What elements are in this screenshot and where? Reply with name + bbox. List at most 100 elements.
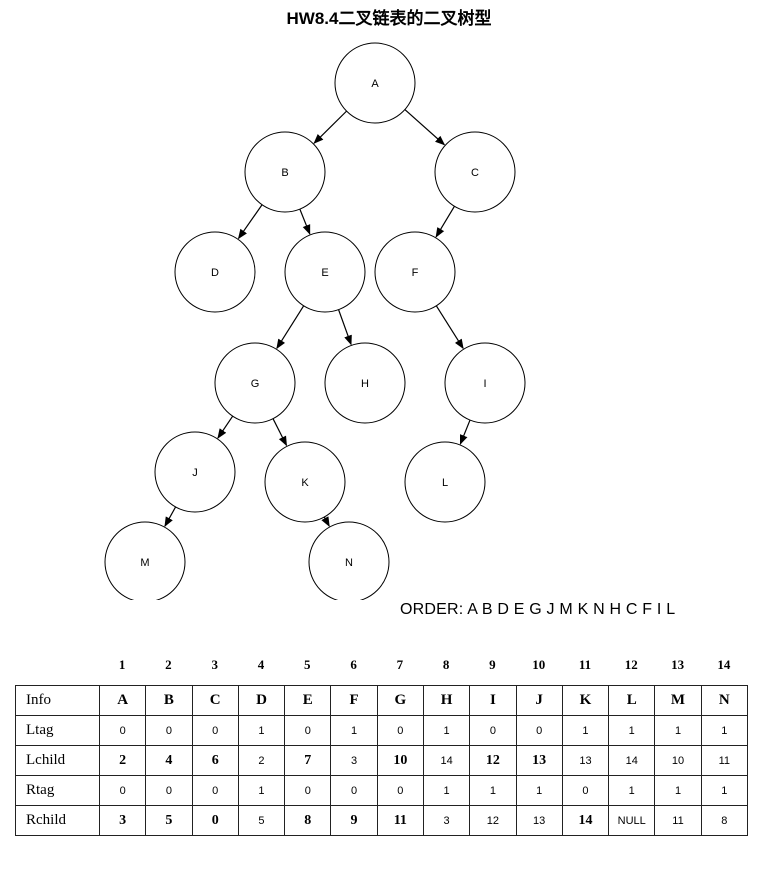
table-cell: I bbox=[469, 685, 517, 716]
node-circle bbox=[404, 441, 486, 523]
tree-node-I: I bbox=[444, 342, 526, 424]
node-label: J bbox=[192, 467, 198, 479]
column-number: 6 bbox=[350, 657, 357, 672]
table-cell: H bbox=[422, 685, 471, 716]
table-cell: F bbox=[330, 685, 378, 716]
table-cell: 12 bbox=[469, 805, 517, 836]
table-cell: 3 bbox=[330, 745, 378, 776]
node-circle bbox=[434, 131, 516, 213]
table-cell: 1 bbox=[237, 775, 286, 806]
tree-node-F: F bbox=[374, 231, 456, 313]
edge-A-C bbox=[404, 109, 446, 146]
table-cell: 0 bbox=[515, 715, 563, 746]
node-label: M bbox=[140, 557, 149, 569]
table-cell: 1 bbox=[700, 775, 748, 806]
edge-E-G bbox=[276, 305, 305, 350]
node-circle bbox=[104, 521, 186, 600]
edge-A-B bbox=[313, 110, 347, 144]
table-cell: 10 bbox=[654, 745, 702, 776]
table-cell: M bbox=[654, 685, 702, 716]
table-cell: 0 bbox=[191, 805, 239, 836]
node-circle bbox=[374, 231, 456, 313]
table-cell: 0 bbox=[191, 775, 239, 806]
tree-node-A: A bbox=[334, 42, 416, 124]
edge-K-N bbox=[321, 516, 330, 527]
table-cell: 0 bbox=[145, 775, 193, 806]
table-cell: 1 bbox=[422, 715, 471, 746]
table-cell: 7 bbox=[284, 745, 332, 776]
edge-G-K bbox=[272, 418, 288, 447]
table-cell: N bbox=[700, 685, 748, 716]
tree-node-N: N bbox=[308, 521, 390, 600]
table-cell: 1 bbox=[469, 775, 517, 806]
node-label: L bbox=[442, 477, 448, 489]
table-cell: 1 bbox=[654, 715, 702, 746]
tree-node-M: M bbox=[104, 521, 186, 600]
table-cell: 13 bbox=[515, 745, 563, 776]
node-label: G bbox=[251, 378, 260, 390]
node-circle bbox=[154, 431, 236, 513]
column-number: 14 bbox=[717, 657, 731, 672]
table-cell: 0 bbox=[98, 775, 147, 806]
edge-F-I bbox=[435, 305, 464, 350]
node-label: N bbox=[345, 557, 353, 569]
table-cell: 14 bbox=[608, 745, 656, 776]
tree-node-J: J bbox=[154, 431, 236, 513]
column-number: 10 bbox=[532, 657, 546, 672]
table-cell: 2 bbox=[237, 745, 286, 776]
node-circle bbox=[174, 231, 256, 313]
table-cell: G bbox=[376, 685, 424, 716]
table-cell: 9 bbox=[330, 805, 378, 836]
table-cell: K bbox=[561, 685, 610, 716]
table-cell: 0 bbox=[376, 775, 424, 806]
table-cell: 13 bbox=[515, 805, 563, 836]
table-cell: 11 bbox=[700, 745, 748, 776]
node-label: B bbox=[281, 167, 288, 179]
row-header: Lchild bbox=[15, 745, 100, 776]
node-label: E bbox=[321, 267, 328, 279]
column-number: 7 bbox=[396, 657, 404, 672]
column-number: 11 bbox=[578, 657, 592, 672]
table-cell: 10 bbox=[376, 745, 424, 776]
table-cell: 0 bbox=[284, 775, 332, 806]
node-label: D bbox=[211, 267, 219, 279]
table-cell: 1 bbox=[515, 775, 563, 806]
table-cell: 1 bbox=[330, 715, 378, 746]
traversal-order: ORDER: A B D E G J M K N H C F I L bbox=[400, 601, 676, 618]
page-title: HW8.4二叉链表的二叉树型 bbox=[286, 9, 492, 28]
column-number: 9 bbox=[489, 657, 496, 672]
row-header: Ltag bbox=[15, 715, 100, 746]
edge-I-L bbox=[459, 419, 471, 445]
table-cell: B bbox=[145, 685, 193, 716]
tree-node-C: C bbox=[434, 131, 516, 213]
node-label: K bbox=[301, 477, 309, 489]
node-label: I bbox=[483, 378, 486, 390]
table-cell: 0 bbox=[191, 715, 239, 746]
column-number: 2 bbox=[165, 657, 172, 672]
edge-E-H bbox=[337, 309, 352, 346]
node-circle bbox=[444, 342, 526, 424]
edge-B-D bbox=[237, 204, 263, 240]
table-cell: E bbox=[284, 685, 332, 716]
table-cell: 0 bbox=[330, 775, 378, 806]
tree-node-L: L bbox=[404, 441, 486, 523]
table-cell: L bbox=[608, 685, 656, 716]
table-cell: C bbox=[191, 685, 239, 716]
table-cell: 0 bbox=[98, 715, 147, 746]
table-cell: 0 bbox=[376, 715, 424, 746]
table-cell: 1 bbox=[654, 775, 702, 806]
table-cell: 1 bbox=[422, 775, 471, 806]
column-number: 8 bbox=[442, 657, 450, 672]
edge-B-E bbox=[299, 208, 311, 235]
table-cell: 11 bbox=[654, 805, 702, 836]
table-cell: 0 bbox=[561, 775, 610, 806]
node-circle bbox=[214, 342, 296, 424]
tree-node-G: G bbox=[214, 342, 296, 424]
node-circle bbox=[308, 521, 390, 600]
